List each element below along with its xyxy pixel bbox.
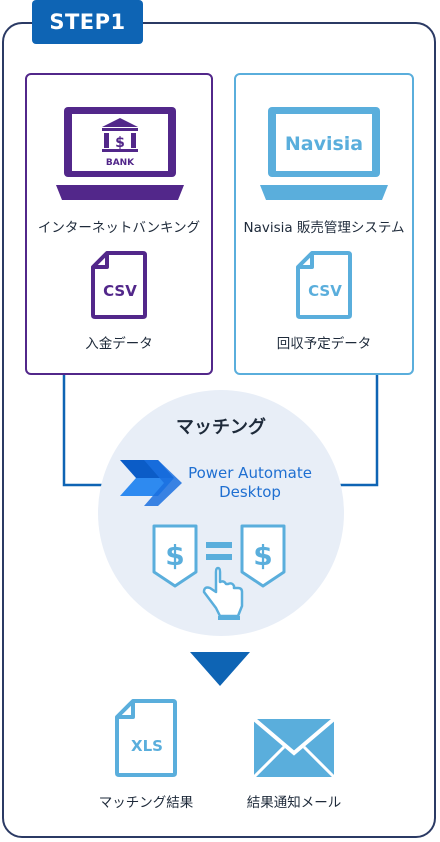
payment-match-icon: $ $ (152, 524, 286, 620)
svg-text:$: $ (165, 539, 184, 572)
pad-line2: Desktop (219, 483, 281, 501)
navisia-csv-file-icon: CSV (296, 251, 352, 319)
bank-laptop-icon: $ BANK (56, 107, 184, 200)
navisia-file-label: 回収予定データ (276, 336, 372, 352)
down-arrow-icon (190, 652, 250, 686)
bank-card (25, 73, 213, 375)
bank-csv-file-icon: CSV (91, 251, 147, 319)
navisia-system-label: Navisia 販売管理システム (243, 220, 405, 236)
power-automate-desktop-label: Power Automate Desktop (180, 464, 320, 502)
bank-text: BANK (106, 158, 135, 168)
step-frame (2, 22, 436, 838)
mail-icon (252, 717, 336, 779)
matching-title: マッチング (176, 417, 266, 438)
step-tab: STEP1 (32, 0, 143, 44)
bank-file-type: CSV (103, 282, 137, 300)
pad-line1: Power Automate (188, 464, 312, 482)
xls-file-icon: XLS (115, 699, 177, 777)
bank-system-label: インターネットバンキング (37, 220, 201, 236)
notification-mail-label: 結果通知メール (246, 795, 342, 811)
navisia-laptop-icon: Navisia (260, 107, 388, 200)
power-automate-logo-icon (120, 460, 182, 506)
svg-text:$: $ (253, 539, 272, 572)
matching-result-label: マッチング結果 (98, 795, 194, 811)
navisia-file-type: CSV (308, 282, 342, 300)
bank-file-label: 入金データ (85, 336, 153, 352)
xls-file-type: XLS (131, 737, 163, 755)
svg-text:$: $ (115, 135, 125, 151)
navisia-logo-text: Navisia (285, 133, 363, 155)
